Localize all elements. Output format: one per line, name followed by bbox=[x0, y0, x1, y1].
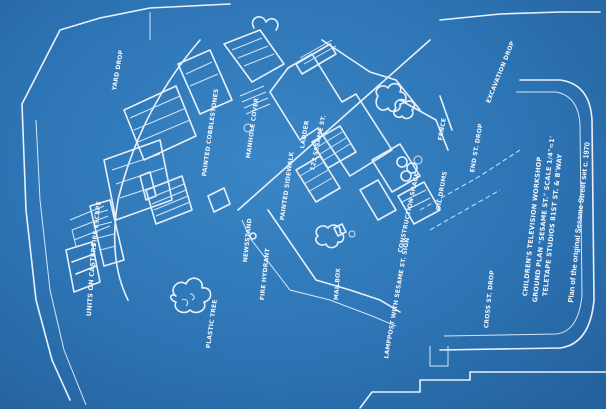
manhole-cover-mark bbox=[243, 123, 253, 133]
newsstand-box bbox=[207, 187, 231, 213]
fence-line bbox=[399, 95, 453, 151]
plastic-tree bbox=[169, 277, 212, 314]
stoop-stairs bbox=[145, 175, 193, 225]
tree-bottom-right bbox=[315, 224, 345, 249]
casters-units bbox=[65, 241, 101, 293]
sidewalk-edge bbox=[241, 219, 397, 327]
fence-dashes bbox=[419, 149, 521, 231]
street-curb-inner bbox=[267, 209, 401, 313]
sesame-123-building bbox=[269, 39, 393, 203]
brownstone-unit-4 bbox=[177, 49, 233, 115]
left-inner-boundary bbox=[35, 119, 87, 406]
left-staging-boundary bbox=[21, 103, 71, 401]
brownstone-unit-1 bbox=[89, 199, 125, 267]
fire-escape-structure bbox=[69, 205, 111, 247]
bottom-step-wall bbox=[359, 371, 606, 409]
long-diagonal-curb bbox=[237, 39, 431, 211]
fire-hydrant-mark bbox=[249, 232, 257, 240]
construction-shack bbox=[359, 143, 441, 225]
right-studio-wall bbox=[439, 11, 601, 21]
right-inner-wall bbox=[443, 91, 583, 337]
oil-drums bbox=[396, 155, 423, 182]
shrub-cluster-top bbox=[375, 82, 416, 120]
street-curb-outer bbox=[113, 39, 201, 301]
mailbox-mark bbox=[333, 223, 347, 237]
arbor-structure bbox=[223, 16, 285, 83]
left-backing-wall bbox=[21, 3, 231, 105]
bottom-door bbox=[429, 346, 449, 367]
cars-side-wall bbox=[321, 39, 421, 111]
right-curve-wall bbox=[439, 79, 595, 351]
brownstone-unit-3 bbox=[123, 85, 197, 161]
lamppost-base bbox=[348, 230, 356, 238]
steps-to-arbor bbox=[239, 85, 271, 115]
